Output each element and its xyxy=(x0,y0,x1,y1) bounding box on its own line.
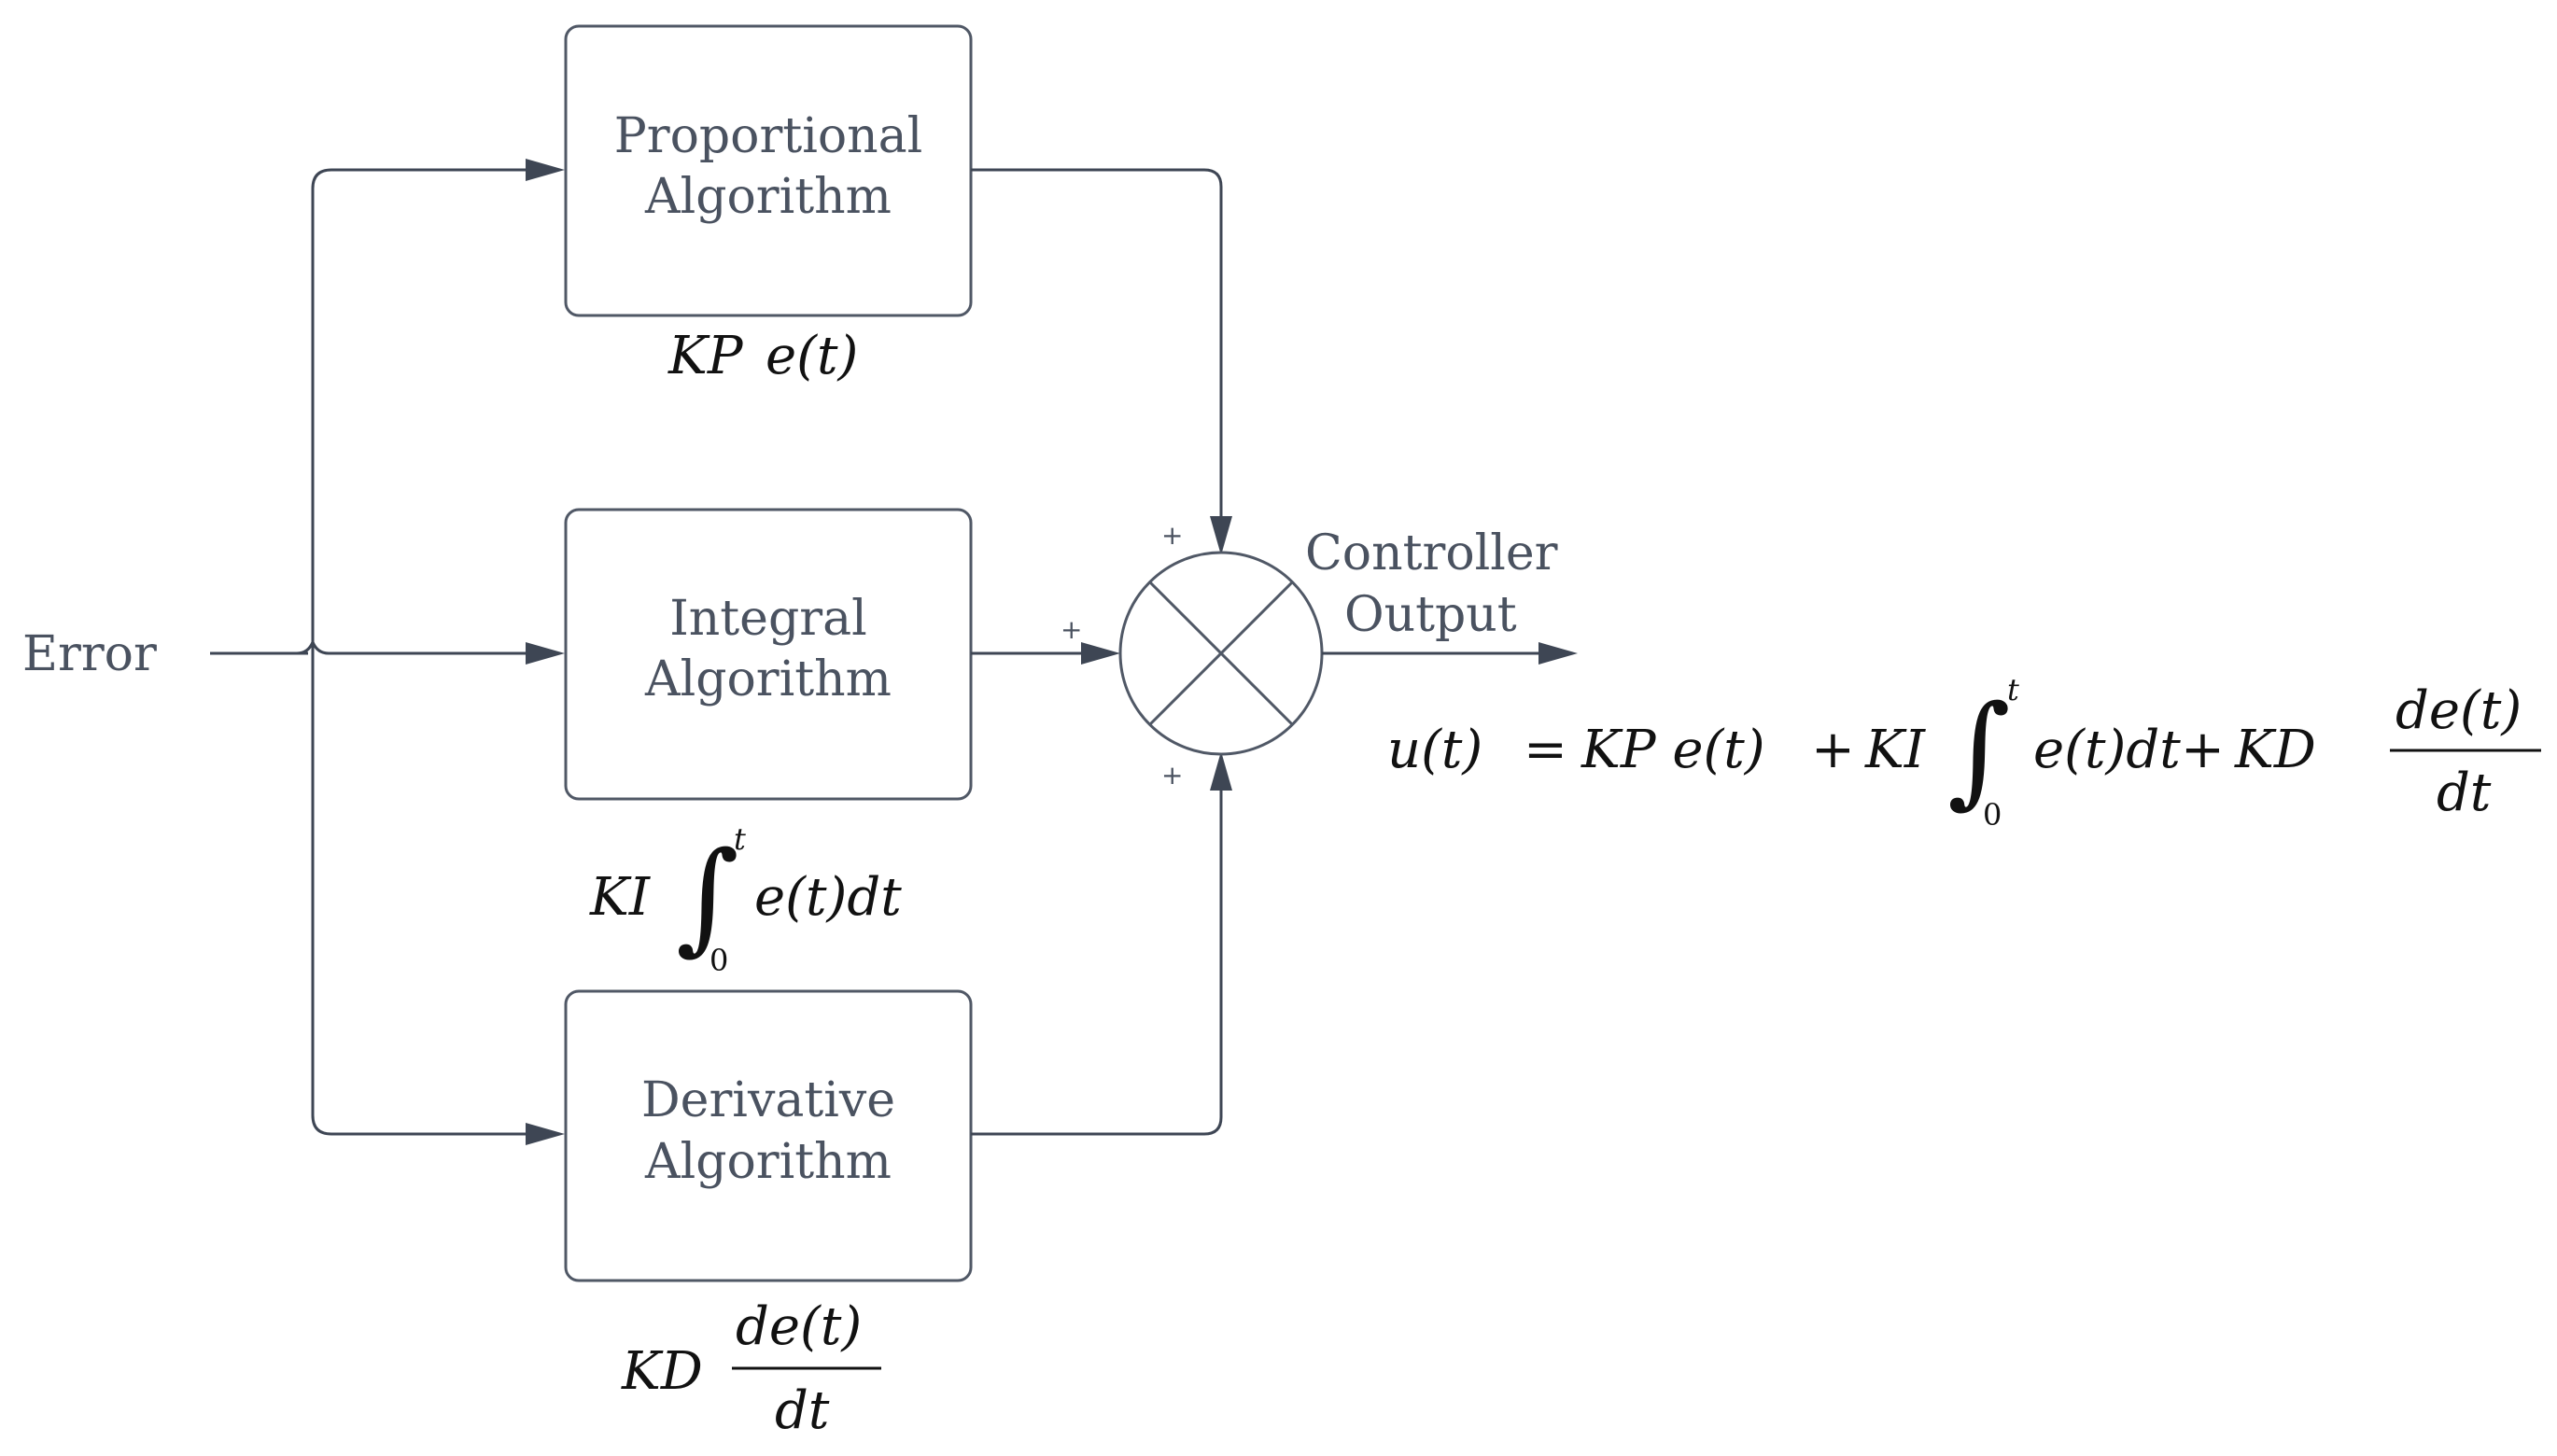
equation-plus-1: + xyxy=(1811,720,1855,780)
equation-derivative-numerator: de(t) xyxy=(2395,680,2522,741)
derivative-to-summer-wire xyxy=(971,789,1223,1136)
proportional-term: KP e(t) xyxy=(667,326,858,386)
proportional-expression: e(t) xyxy=(766,326,858,386)
equation-integral-upper-limit: t xyxy=(2007,672,2019,707)
derivative-gain: KD xyxy=(621,1341,703,1402)
arrow-controller-output xyxy=(1538,642,1578,665)
derivative-block-line2: Algorithm xyxy=(644,1134,892,1190)
arrow-into-proportional xyxy=(526,159,565,181)
summer-top-plus-sign: + xyxy=(1161,520,1183,551)
integral-block-line2: Algorithm xyxy=(644,651,892,707)
proportional-gain: KP xyxy=(667,326,744,386)
equation-integral-gain: KI xyxy=(1864,720,1927,780)
error-input-label: Error xyxy=(22,626,157,682)
equation-derivative-denominator: dt xyxy=(2437,763,2492,823)
equation-derivative-gain: KD xyxy=(2234,720,2316,780)
controller-output-label-line2: Output xyxy=(1344,587,1517,643)
integral-upper-limit: t xyxy=(734,821,746,857)
arrow-into-summer-bottom xyxy=(1210,751,1232,791)
integral-expression: e(t)dt xyxy=(754,867,902,928)
controller-output-label-line1: Controller xyxy=(1305,525,1558,581)
branch-to-integral xyxy=(296,640,527,655)
derivative-denominator: dt xyxy=(775,1380,830,1441)
arrow-into-summer-left xyxy=(1081,642,1120,665)
derivative-block xyxy=(564,989,973,1282)
integral-sign: ∫ xyxy=(676,825,739,967)
summer-bottom-plus-sign: + xyxy=(1161,760,1183,791)
equation-lhs: u(t) xyxy=(1387,720,1482,780)
controller-equation: u(t) = KP e(t) + KI ∫ t 0 e(t)dt + KD de… xyxy=(1387,672,2541,833)
integral-gain: KI xyxy=(589,867,652,928)
proportional-block-line2: Algorithm xyxy=(644,169,892,225)
equation-integral-sign: ∫ xyxy=(1947,679,2011,820)
equation-integral-expression: e(t)dt xyxy=(2033,720,2181,780)
summer-left-plus-sign: + xyxy=(1061,614,1082,645)
summing-junction-cross-b xyxy=(1148,581,1294,726)
integral-lower-limit: 0 xyxy=(709,943,728,978)
derivative-term: KD de(t) dt xyxy=(621,1296,881,1441)
arrow-into-summer-top xyxy=(1210,516,1232,555)
proportional-to-summer-wire xyxy=(971,168,1223,518)
equation-plus-2: + xyxy=(2181,720,2225,780)
equation-integral-lower-limit: 0 xyxy=(1983,797,2002,833)
equation-equals: = xyxy=(1524,720,1567,780)
derivative-numerator: de(t) xyxy=(736,1296,862,1357)
integral-block-line1: Integral xyxy=(669,591,866,647)
integral-term: KI ∫ t 0 e(t)dt xyxy=(589,821,902,978)
branch-bus xyxy=(311,168,332,1136)
arrow-into-integral xyxy=(526,642,565,665)
proportional-block-line1: Proportional xyxy=(614,108,923,164)
arrow-into-derivative xyxy=(526,1123,565,1145)
equation-proportional-term: KP e(t) xyxy=(1581,720,1765,780)
derivative-block-line1: Derivative xyxy=(641,1072,895,1128)
